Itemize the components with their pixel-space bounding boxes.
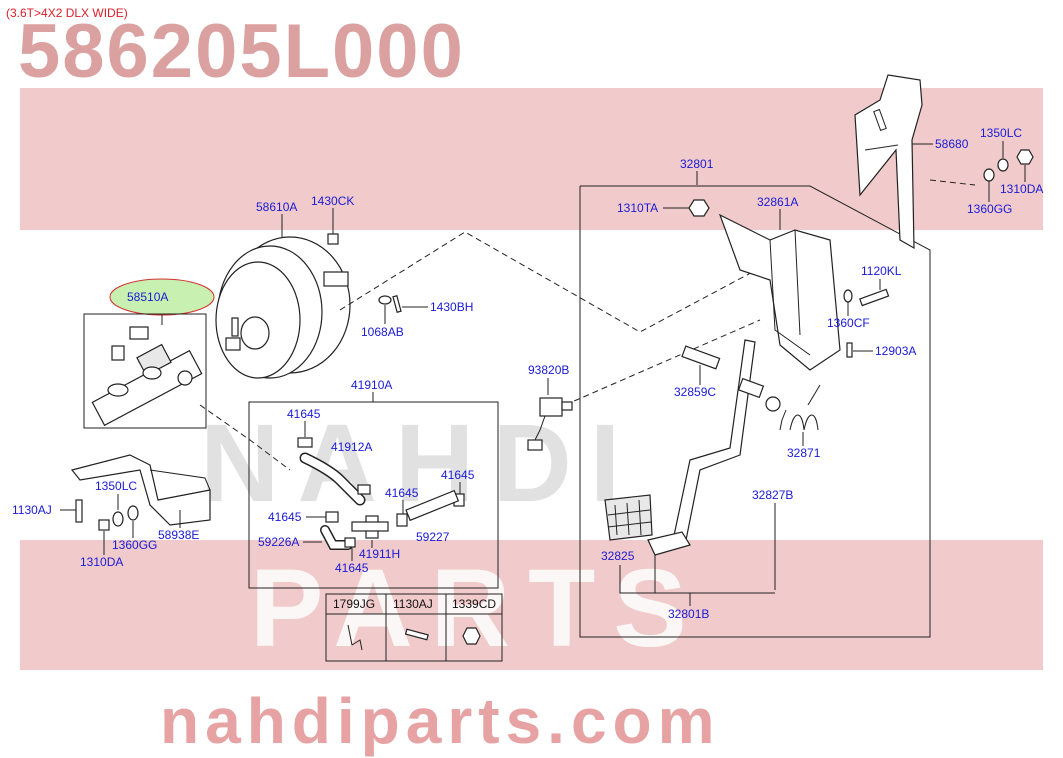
label-41645-d[interactable]: 41645	[268, 510, 302, 524]
brake-booster-icon	[215, 236, 351, 379]
dash-cylinder-to-bracket	[199, 404, 291, 471]
watermark-nahdi: NAHDI	[200, 402, 639, 525]
label-32859C[interactable]: 32859C	[674, 385, 716, 399]
master-cylinder-icon	[91, 326, 203, 427]
bolt-1120KL-icon	[859, 288, 890, 307]
nut-1310DA-a-icon	[98, 519, 110, 531]
label-93820B[interactable]: 93820B	[528, 363, 569, 377]
washer-1360GG-a-icon	[127, 505, 139, 521]
label-41645-c[interactable]: 41645	[385, 486, 419, 500]
dash-booster-to-pedal	[339, 231, 761, 333]
nut-1310DA-b-icon	[1016, 149, 1034, 165]
legend-table	[325, 593, 503, 662]
label-1430CK[interactable]: 1430CK	[311, 194, 354, 208]
clip-41645-b-icon	[357, 484, 371, 495]
label-1120KL[interactable]: 1120KL	[861, 264, 902, 278]
parts-diagram: 58510A 58610A 1430CK 1068AB 1430BH 41910…	[12, 74, 1043, 662]
dash-switch-to-pedal	[564, 319, 761, 406]
label-1360GG-b[interactable]: 1360GG	[967, 202, 1012, 216]
pin-1430BH-icon	[392, 295, 402, 313]
washer-1360GG-b-icon	[983, 168, 995, 182]
label-41645-a[interactable]: 41645	[287, 407, 321, 421]
bushing-32859C-icon	[681, 345, 721, 370]
nut-1310TA-icon	[688, 199, 710, 217]
watermark-band-bottom	[20, 540, 1043, 670]
label-32825[interactable]: 32825	[601, 549, 635, 563]
label-59227[interactable]: 59227	[416, 530, 450, 544]
label-58510A[interactable]: 58510A	[127, 290, 168, 304]
label-32801[interactable]: 32801	[680, 157, 714, 171]
label-58680[interactable]: 58680	[935, 137, 969, 151]
stop-lamp-switch-93820B-icon	[527, 397, 573, 451]
legend-header-1130AJ: 1130AJ	[393, 597, 433, 611]
clip-41645-e-icon	[325, 511, 339, 523]
dash-bracket-to-nut	[929, 179, 976, 186]
label-41910A[interactable]: 41910A	[351, 378, 392, 392]
label-1430BH[interactable]: 1430BH	[430, 300, 473, 314]
label-41645-e[interactable]: 41645	[335, 561, 369, 575]
clip-41645-f-icon	[344, 537, 356, 548]
label-1130AJ-a[interactable]: 1130AJ	[12, 503, 52, 517]
pedal-assembly-box	[579, 185, 931, 638]
label-58610A[interactable]: 58610A	[256, 200, 297, 214]
vacuum-hose-box	[248, 401, 499, 589]
bolt-1130AJ-legend-icon	[404, 628, 429, 641]
label-32827B[interactable]: 32827B	[752, 488, 793, 502]
clip-1799JG-icon	[347, 624, 363, 651]
label-1310DA-b[interactable]: 1310DA	[1000, 182, 1043, 196]
variant-label: (3.6T>4X2 DLX WIDE)	[6, 6, 128, 20]
pedal-bracket-32861A-icon	[718, 213, 841, 371]
part-number-title: 586205L000	[18, 9, 465, 94]
pedal-pad-32825-icon	[604, 494, 653, 541]
label-32801B[interactable]: 32801B	[668, 607, 709, 621]
bolt-1130AJ-icon	[75, 499, 83, 523]
washer-1350LC-b-icon	[997, 158, 1009, 172]
label-1310TA[interactable]: 1310TA	[617, 201, 658, 215]
label-1360CF[interactable]: 1360CF	[827, 316, 870, 330]
master-cylinder-box	[83, 313, 207, 429]
label-12903A[interactable]: 12903A	[875, 344, 916, 358]
nut-1339CD-icon	[462, 627, 481, 645]
clip-41645-a-icon	[297, 437, 313, 448]
label-59226A[interactable]: 59226A	[258, 535, 299, 549]
screw-12903A-icon	[846, 342, 853, 358]
label-1360GG-a[interactable]: 1360GG	[112, 538, 157, 552]
washer-1068AB-icon	[378, 295, 392, 305]
label-32861A[interactable]: 32861A	[757, 195, 798, 209]
label-41911H[interactable]: 41911H	[359, 547, 400, 561]
washer-1360CF-icon	[843, 289, 853, 303]
label-1310DA-a[interactable]: 1310DA	[80, 555, 123, 569]
bolt-1430CK-icon	[327, 233, 339, 245]
bushing-ring-icon	[765, 396, 781, 412]
label-41912A[interactable]: 41912A	[331, 440, 372, 454]
leader-32825	[619, 555, 656, 594]
label-32871[interactable]: 32871	[787, 446, 821, 460]
label-1350LC-a[interactable]: 1350LC	[95, 479, 137, 493]
clip-41645-d-icon	[396, 513, 408, 527]
bracket-58680-icon	[854, 74, 923, 250]
spring-32871-icon	[789, 384, 821, 431]
legend-header-1799JG: 1799JG	[333, 597, 375, 611]
washer-1350LC-a-icon	[112, 511, 124, 527]
label-58938E[interactable]: 58938E	[158, 528, 199, 542]
label-1068AB[interactable]: 1068AB	[361, 325, 404, 339]
pedal-foot-icon	[647, 531, 691, 556]
watermark-parts: PARTS	[250, 547, 705, 670]
pedal-arm-32827B-icon	[671, 339, 765, 546]
legend-header-1339CD: 1339CD	[452, 597, 496, 611]
hook-icon	[779, 409, 787, 431]
label-1350LC-b[interactable]: 1350LC	[980, 126, 1022, 140]
bracket-58938E-icon	[70, 454, 211, 526]
tube-59227-icon	[405, 489, 460, 522]
label-41645-b[interactable]: 41645	[441, 468, 475, 482]
tee-41911H-bar	[351, 521, 389, 532]
